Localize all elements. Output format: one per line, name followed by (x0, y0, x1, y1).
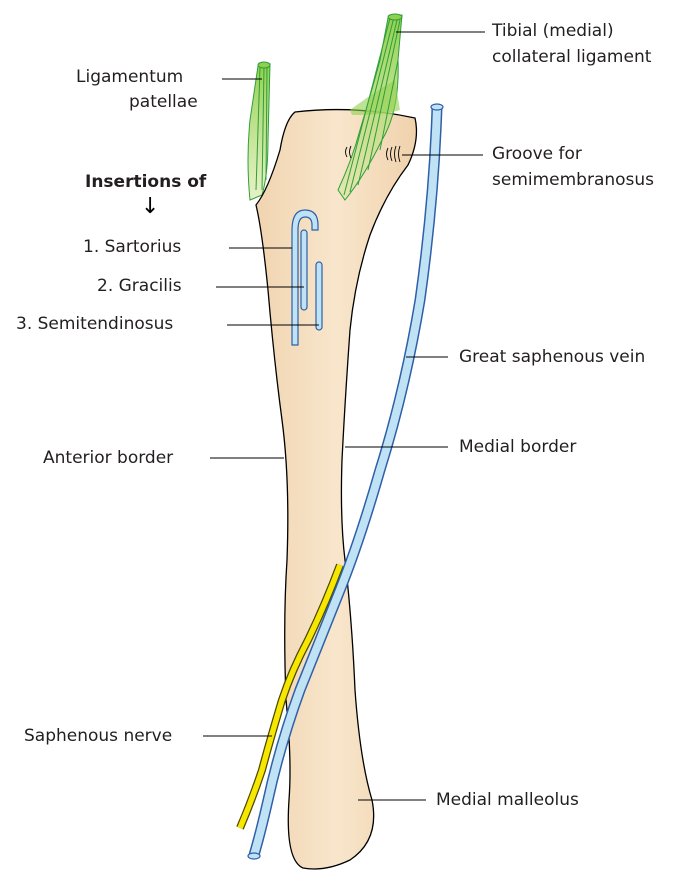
label-ligamentum-patellae-line1: Ligamentum (76, 66, 183, 88)
semitendinosus-insertion (316, 262, 322, 330)
gracilis-insertion (301, 230, 307, 310)
label-tibial-collateral-line2: collateral ligament (492, 46, 651, 68)
label-groove-line1: Groove for (492, 143, 582, 165)
label-medial-border: Medial border (459, 436, 576, 458)
vein-bottom-end (248, 853, 260, 859)
label-saphenous-nerve: Saphenous nerve (24, 725, 172, 747)
ligamentum-patellae (248, 62, 270, 200)
label-groove-line2: semimembranosus (492, 169, 654, 191)
label-tibial-collateral-line1: Tibial (medial) (492, 20, 614, 42)
label-insertions-of: Insertions of (85, 171, 206, 193)
label-anterior-border: Anterior border (43, 447, 173, 469)
label-great-saphenous-vein: Great saphenous vein (459, 346, 645, 368)
label-gracilis: 2. Gracilis (97, 275, 182, 297)
arrow-down-icon: ↓ (141, 194, 159, 219)
vein-top-end (431, 104, 443, 110)
label-ligamentum-patellae-line2: patellae (129, 91, 198, 113)
label-sartorius: 1. Sartorius (83, 236, 181, 258)
label-semitendinosus: 3. Semitendinosus (16, 313, 173, 335)
label-medial-malleolus: Medial malleolus (436, 789, 579, 811)
